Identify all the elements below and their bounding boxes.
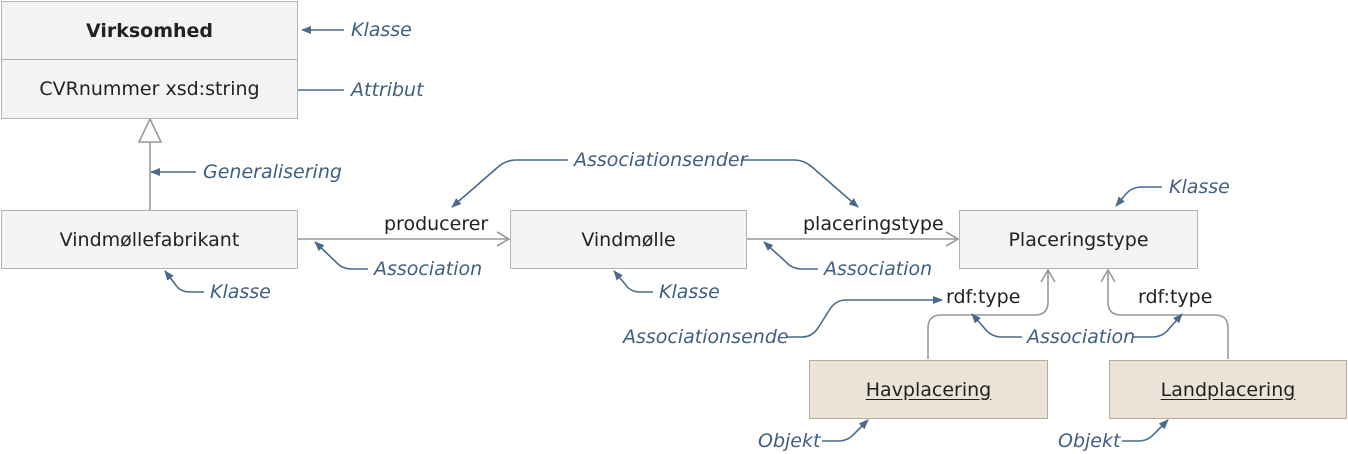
annotation-klasse-vindmoelle: Klasse (659, 281, 720, 303)
annotation-association-1: Association (374, 258, 483, 280)
annotation-generalisering: Generalisering (203, 161, 342, 183)
annotation-objekt-1: Objekt (758, 430, 821, 452)
annotation-klasse-placeringstype: Klasse (1169, 176, 1230, 198)
rdf-type-line-landplacering (1107, 270, 1229, 359)
annotation-pointer-associationsende (786, 296, 943, 338)
class-vindmoellefabrikant: Vindmøllefabrikant (1, 210, 298, 269)
class-vindmoelle: Vindmølle (510, 210, 747, 269)
annotation-pointer-objekt-2 (1122, 419, 1169, 442)
edge-label-placeringstype: placeringstype (803, 213, 944, 235)
annotation-pointer-associationsender-right (741, 159, 859, 208)
object-landplacering-name: Landplacering (1160, 378, 1296, 401)
annotation-pointer-objekt-1 (822, 419, 869, 442)
object-havplacering-name: Havplacering (865, 378, 992, 401)
annotation-association-3: Association (1027, 326, 1136, 348)
association-producerer-arrowhead (496, 231, 511, 247)
annotation-associationsende: Associationsende (623, 326, 789, 348)
rdf-type-line-havplacering (927, 270, 1049, 359)
annotation-associationsender: Associationsender (574, 149, 748, 171)
generalization-arrowhead (137, 117, 163, 143)
rdf-type-arrowhead-havplacering (1040, 268, 1056, 283)
annotation-pointer-association-1 (314, 241, 368, 270)
annotation-klasse-vindmoellefabrikant: Klasse (210, 281, 271, 303)
edge-label-rdf-type-1: rdf:type (946, 286, 1021, 308)
edge-label-producerer: producerer (384, 213, 489, 235)
annotation-association-2: Association (824, 258, 933, 280)
class-virksomhed-name: Virksomhed (85, 19, 214, 42)
annotation-pointer-association-3-right (1133, 313, 1183, 338)
class-vindmoelle-name: Vindmølle (581, 228, 676, 251)
annotation-pointer-association-2 (763, 241, 818, 270)
class-vindmoellefabrikant-name: Vindmøllefabrikant (59, 228, 240, 251)
annotation-pointer-klasse-placeringstype (1115, 186, 1162, 207)
object-landplacering: Landplacering (1109, 360, 1347, 419)
annotation-klasse-virksomhed: Klasse (351, 19, 412, 41)
object-havplacering: Havplacering (809, 360, 1048, 419)
annotation-attribut: Attribut (351, 79, 424, 101)
class-virksomhed: Virksomhed (1, 1, 298, 60)
annotation-pointer-klasse-vindmoellefabrikant (164, 270, 204, 293)
annotation-pointer-association-3-left (971, 313, 1022, 338)
annotation-pointer-associationsender-left (451, 159, 568, 208)
annotation-objekt-2: Objekt (1058, 430, 1121, 452)
association-placeringstype-arrowhead (945, 231, 960, 247)
edge-label-rdf-type-2: rdf:type (1138, 286, 1213, 308)
annotation-pointer-klasse-vindmoelle (613, 270, 653, 293)
class-virksomhed-attribute: CVRnummer xsd:string (1, 59, 298, 119)
class-placeringstype-name: Placeringstype (1008, 228, 1149, 251)
class-placeringstype: Placeringstype (959, 210, 1198, 269)
rdf-type-arrowhead-landplacering (1100, 268, 1116, 283)
attribute-cvrnummer: CVRnummer xsd:string (39, 78, 260, 100)
